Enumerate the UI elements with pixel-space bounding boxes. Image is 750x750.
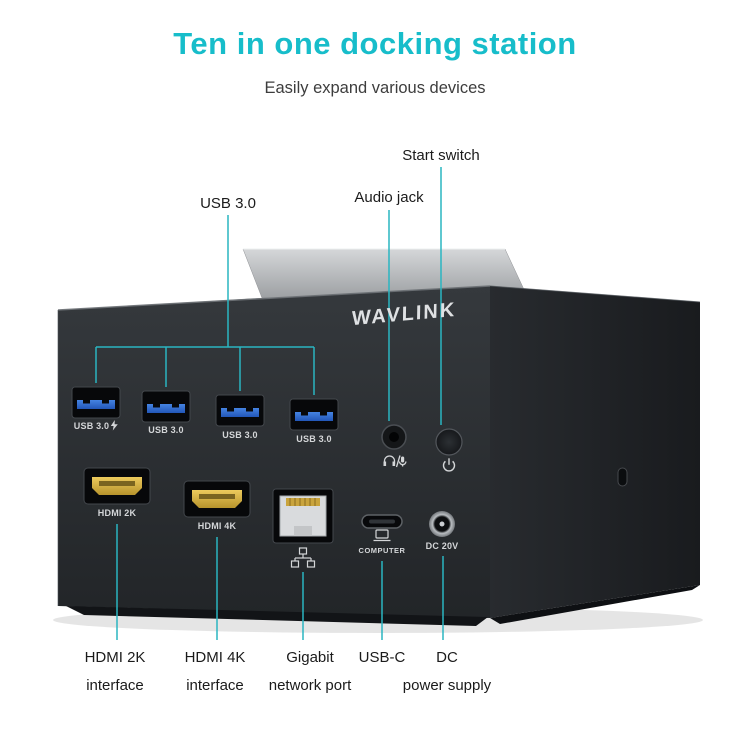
callout-usb-c-line1: USB-C <box>358 649 406 666</box>
callout-gigabit-lan-line1: Gigabit <box>286 649 334 666</box>
network-icon <box>290 547 316 568</box>
callout-gigabit-lan: Gigabit network port <box>269 644 352 700</box>
callout-hdmi-2k: HDMI 2K interface <box>85 644 146 700</box>
page-subtitle: Easily expand various devices <box>264 79 486 97</box>
callout-hdmi-2k-line1: HDMI 2K <box>84 649 146 666</box>
hdmi-2k-port-label: HDMI 2K <box>97 508 137 518</box>
hdmi-2k-port <box>83 467 151 505</box>
ethernet-port <box>272 488 334 544</box>
callout-dc-power-line1: DC <box>436 649 458 666</box>
usb-c-port <box>361 514 403 529</box>
laptop-icon <box>373 529 391 542</box>
kensington-lock-slot <box>617 467 628 487</box>
callout-usb-c: USB-C <box>359 644 406 672</box>
usb1-port-label-text: USB 3.0 <box>73 420 110 431</box>
callout-dc-power-line2: power supply <box>402 677 492 694</box>
device-front-face <box>58 286 490 618</box>
callout-hdmi-2k-line2: interface <box>86 677 144 694</box>
usb3-port-2 <box>141 390 191 423</box>
usb4-port-label: USB 3.0 <box>296 434 332 444</box>
callout-gigabit-lan-line2: network port <box>268 677 352 694</box>
fast-charge-icon <box>111 420 119 431</box>
callout-hdmi-4k-line1: HDMI 4K <box>184 649 246 666</box>
power-icon <box>442 458 456 472</box>
callout-start-switch: Start switch <box>402 147 480 164</box>
callout-dc-power: DC power supply <box>403 644 491 700</box>
side-top-edge-highlight <box>489 285 701 303</box>
usb2-port-label: USB 3.0 <box>148 425 184 435</box>
usb3-port-1 <box>71 386 121 419</box>
page-title: Ten in one docking station <box>173 26 577 61</box>
headphone-mic-icon <box>383 455 407 468</box>
device-side-face <box>490 286 700 618</box>
usb3-port-label: USB 3.0 <box>222 430 258 440</box>
audio-jack-hole <box>389 432 399 442</box>
callout-lines <box>95 167 444 640</box>
usb3-port-4 <box>289 398 339 431</box>
callout-usb: USB 3.0 <box>200 195 256 212</box>
hdmi-4k-port-label: HDMI 4K <box>197 521 237 531</box>
callout-hdmi-4k-line2: interface <box>186 677 244 694</box>
front-top-edge-highlight <box>57 285 491 311</box>
hdmi-4k-port <box>183 480 251 518</box>
dc-port-label: DC 20V <box>425 541 459 551</box>
callout-audio-jack: Audio jack <box>354 189 424 206</box>
power-button <box>435 428 463 456</box>
usb3-port-3 <box>215 394 265 427</box>
usb1-port-label: USB 3.0 <box>73 420 119 431</box>
dc-power-jack <box>429 511 455 537</box>
side-base <box>490 585 700 624</box>
usb-c-port-label: COMPUTER <box>358 546 406 555</box>
callout-hdmi-4k: HDMI 4K interface <box>185 644 246 700</box>
